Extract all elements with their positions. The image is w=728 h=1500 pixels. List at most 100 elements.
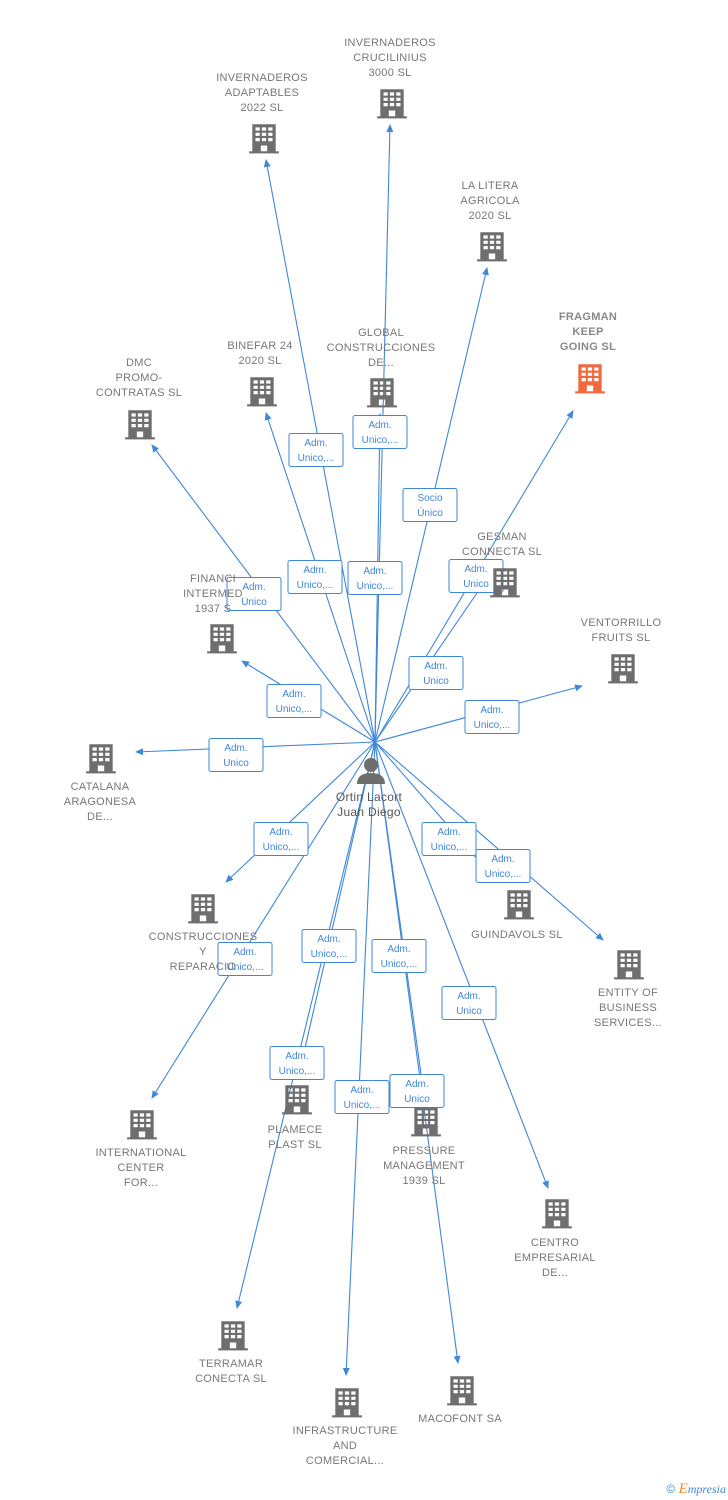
building-icon [207,624,237,654]
company-label: INVERNADEROS [344,37,436,49]
company-label: 2020 SL [468,210,511,222]
relation-box-frame [217,942,273,976]
relation-label: Unico,... [474,720,511,731]
relation-box[interactable]: Adm.Unico [441,986,497,1020]
relation-label: Adm. [350,1085,373,1096]
relation-box-frame [421,822,477,856]
relation-box[interactable]: Adm.Unico,... [352,415,408,449]
relation-box[interactable]: Adm.Unico,... [266,684,322,718]
building-icon [575,364,605,394]
relation-label: Adm. [464,564,487,575]
company-node-guindavols[interactable]: GUINDAVOLS SL [471,890,563,941]
relation-label: Unico [241,597,267,608]
relation-label: Adm. [285,1051,308,1062]
company-label: VENTORRILLO [581,617,662,629]
relation-box[interactable]: Adm.Unico,... [301,929,357,963]
company-node-terramar-conecta[interactable]: TERRAMAR CONECTA SL [195,1321,267,1385]
building-icon [188,894,218,924]
relation-box[interactable]: Adm.Unico,... [421,822,477,856]
building-icon [608,654,638,684]
building-icon [247,377,277,407]
relation-box[interactable]: Adm.Unico,... [475,849,531,883]
relation-box[interactable]: Adm.Unico [408,656,464,690]
company-label: GUINDAVOLS SL [471,929,563,941]
relation-box[interactable]: Adm.Unico,... [217,942,273,976]
building-icon [127,1110,157,1140]
relation-label: Unico [463,579,489,590]
relation-box-frame [352,415,408,449]
brand-logo: Empresia [678,1481,726,1497]
company-label: CONTRATAS SL [96,387,182,399]
company-label: CRUCILINIUS [353,52,427,64]
company-label: CONSTRUCCIONES [327,342,436,354]
relation-label: Unico,... [298,453,335,464]
edge-to-centro-empresarial [374,741,549,1189]
relation-label: Adm. [424,661,447,672]
relation-box[interactable]: Adm.Unico,... [253,822,309,856]
company-label: CONECTA SL [195,1373,267,1385]
building-icon [332,1388,362,1418]
company-node-entity-business-services[interactable]: ENTITY OFBUSINESSSERVICES... [594,950,662,1029]
edge-to-plamece-plast [298,741,376,1071]
relation-box[interactable]: Adm.Unico,... [288,433,344,467]
relation-label: Adm. [480,705,503,716]
relation-box[interactable]: Adm.Unico [226,577,282,611]
relation-box-frame [347,561,403,595]
relation-box[interactable]: Adm.Unico,... [269,1046,325,1080]
relation-box[interactable]: Adm. Unico,... [334,1080,390,1114]
relation-box-frame [475,849,531,883]
company-label: 1939 SL [402,1175,445,1187]
person-name: Ortin Lacort [336,790,403,804]
relation-label: Unico,... [381,959,418,970]
company-label: MANAGEMENT [383,1160,465,1172]
company-label: ENTITY OF [598,987,658,999]
relation-label: Unico,... [344,1100,381,1111]
company-node-global-construcciones[interactable]: GLOBALCONSTRUCCIONESDE... [327,327,436,408]
relation-label: Unico,... [227,962,264,973]
company-label: MACOFONT SA [418,1413,502,1425]
company-label: DE... [368,357,394,369]
relation-box[interactable]: Adm.Unico,... [371,939,427,973]
building-icon [367,378,397,408]
relation-label: Adm. [269,827,292,838]
building-icon [282,1085,312,1115]
company-label: CATALANA [71,781,130,793]
relation-box[interactable]: Adm.Unico,... [347,561,403,595]
company-node-infrastructure-comercial[interactable]: INFRASTRUCTUREANDCOMERCIAL... [292,1388,397,1467]
company-label: EMPRESARIAL [514,1252,596,1264]
building-icon [490,568,520,598]
building-icon [377,89,407,119]
relation-label: Adm. [224,743,247,754]
company-label: TERRAMAR [199,1358,263,1370]
building-icon [542,1199,572,1229]
relation-box[interactable]: Adm.Unico [389,1074,445,1108]
relation-box[interactable]: Adm.Unico [208,738,264,772]
company-node-international-center[interactable]: INTERNATIONALCENTERFOR... [95,1110,186,1189]
company-node-catalana-aragonesa[interactable]: CATALANAARAGONESADE... [64,744,137,823]
building-icon [447,1376,477,1406]
company-node-centro-empresarial[interactable]: CENTROEMPRESARIALDE... [514,1199,596,1279]
copyright-symbol: © [666,1482,676,1496]
brand-initial: E [678,1481,688,1497]
relation-box[interactable]: Adm.Unico,... [287,560,343,594]
company-node-macofont[interactable]: MACOFONT SA [418,1376,502,1425]
relation-box[interactable]: Adm. Unico,... [464,700,520,734]
relation-box-frame [269,1046,325,1080]
relation-label: Unico [456,1006,482,1017]
brand-name: mpresia [687,1482,726,1496]
